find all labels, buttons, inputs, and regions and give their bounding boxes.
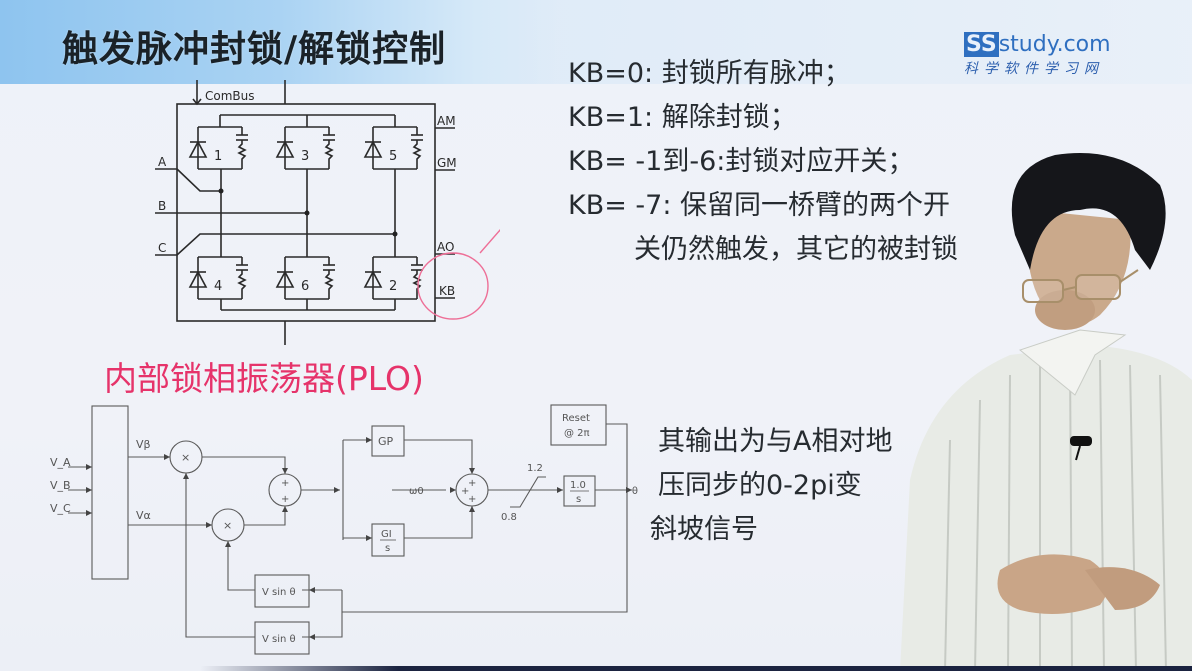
gi-numerator: GI bbox=[381, 529, 392, 540]
vc-label: V_C bbox=[50, 502, 71, 515]
am-label: AM bbox=[437, 114, 456, 128]
kb-rule: KB= -7: 保留同一桥臂的两个开 bbox=[568, 190, 951, 221]
vb-label: V_B bbox=[50, 479, 71, 492]
v-beta-label: Vβ bbox=[136, 438, 151, 451]
omega-label: ω0 bbox=[409, 486, 424, 497]
input-a-label: A bbox=[158, 155, 167, 169]
input-c-label: C bbox=[158, 241, 166, 255]
plo-heading: 内部锁相振荡器(PLO) bbox=[104, 359, 424, 398]
video-bottom-edge bbox=[200, 666, 1192, 671]
va-label: V_A bbox=[50, 456, 71, 469]
vsin-block-2: V sin θ bbox=[262, 634, 296, 645]
kb-rules-list: KB=0: 封锁所有脉冲； KB=1: 解除封锁； KB= -1到-6:封锁对应… bbox=[568, 52, 958, 272]
description-line: 其输出为与A相对地 bbox=[658, 426, 893, 457]
plo-block-diagram: V_A V_B V_C Vβ Vα × × + + GP GI s ω0 + +… bbox=[50, 404, 638, 655]
gp-block-label: GP bbox=[378, 435, 394, 448]
annotation-arrow bbox=[479, 229, 500, 254]
kb-rule: 关仍然触发，其它的被封锁 bbox=[634, 234, 958, 265]
combus-label: ComBus bbox=[205, 89, 255, 103]
switch-6-label: 6 bbox=[301, 279, 309, 294]
multiplier-1-symbol: × bbox=[181, 451, 190, 464]
logo-brand: SSstudy.com bbox=[964, 32, 1111, 57]
gi-denominator: s bbox=[385, 543, 390, 554]
kb-rule: KB=0: 封锁所有脉冲； bbox=[568, 58, 851, 89]
switch-1-label: 1 bbox=[214, 149, 222, 164]
gm-label: GM bbox=[437, 156, 457, 170]
sum-plus-sign: + bbox=[281, 478, 289, 489]
logo-tagline: 科学软件学习网 bbox=[964, 61, 1104, 77]
reset-condition: @ 2π bbox=[564, 428, 590, 439]
switch-4-label: 4 bbox=[214, 279, 222, 294]
input-b-label: B bbox=[158, 199, 166, 213]
sum-plus-sign: + bbox=[281, 494, 289, 505]
switch-5-label: 5 bbox=[389, 149, 397, 164]
kb-rule: KB= -1到-6:封锁对应开关； bbox=[568, 146, 915, 177]
kb-highlight-circle bbox=[417, 252, 489, 320]
slide-title: 触发脉冲封锁/解锁控制 bbox=[62, 29, 447, 70]
sum2-plus-sign: + bbox=[468, 494, 476, 505]
description-line: 斜坡信号 bbox=[650, 514, 758, 545]
switch-2-label: 2 bbox=[389, 279, 397, 294]
integrator-numerator: 1.0 bbox=[570, 480, 586, 491]
vsin-block-1: V sin θ bbox=[262, 587, 296, 598]
integrator-denominator: s bbox=[576, 494, 581, 505]
switch-3-label: 3 bbox=[301, 149, 309, 164]
presenter-figure bbox=[900, 153, 1192, 671]
bridge-diagram: ComBus A B C AM GM AO KB 1 3 5 4 6 2 bbox=[155, 80, 500, 345]
sum2-plus-sign: + bbox=[461, 486, 469, 497]
plo-description: 其输出为与A相对地 压同步的0-2pi变 斜坡信号 bbox=[650, 420, 892, 552]
title-bar bbox=[0, 0, 560, 84]
multiplier-2-symbol: × bbox=[223, 519, 232, 532]
ao-label: AO bbox=[437, 240, 454, 254]
sum2-plus-sign: + bbox=[468, 478, 476, 489]
v-alpha-label: Vα bbox=[136, 509, 151, 522]
limiter-high-label: 1.2 bbox=[527, 463, 543, 474]
logo-suffix: study.com bbox=[998, 32, 1111, 57]
description-line: 压同步的0-2pi变 bbox=[658, 470, 862, 501]
kb-rule: KB=1: 解除封锁； bbox=[568, 102, 797, 133]
reset-label: Reset bbox=[562, 413, 590, 424]
site-logo: SSstudy.com 科学软件学习网 bbox=[964, 32, 1111, 78]
limiter-low-label: 0.8 bbox=[501, 512, 517, 523]
theta-output-label: θ bbox=[632, 486, 638, 497]
kb-label: KB bbox=[439, 284, 455, 298]
logo-prefix: SS bbox=[964, 32, 999, 57]
